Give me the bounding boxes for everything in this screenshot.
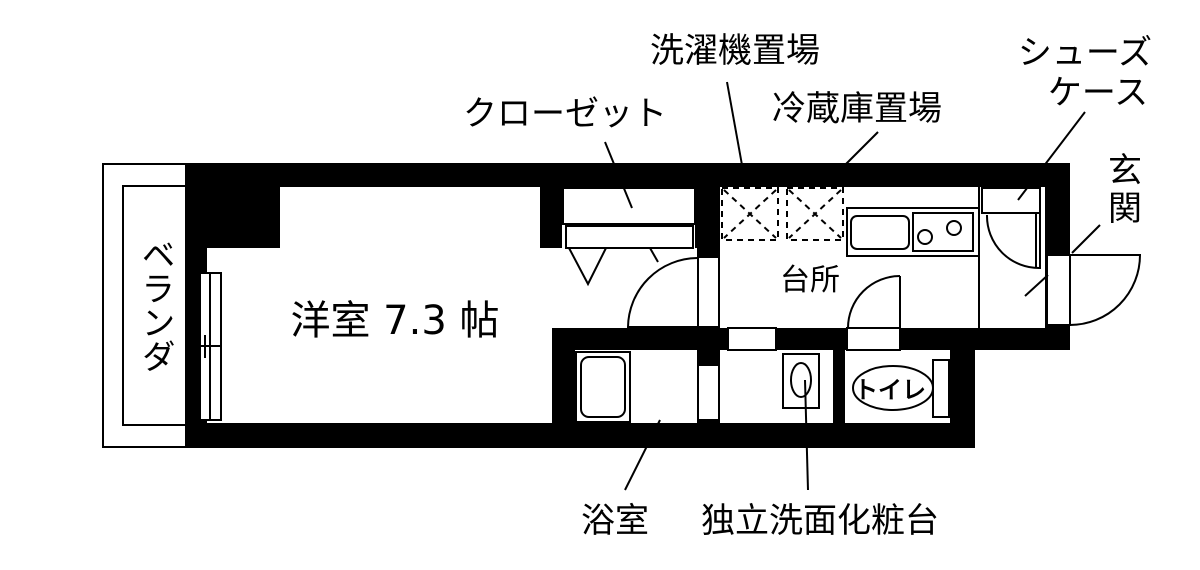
western-room [207, 187, 697, 423]
shoe-case [981, 187, 1041, 214]
fridge-label: 冷蔵庫置場 [772, 89, 942, 129]
balcony-label: ベランダ [135, 237, 175, 373]
balcony [102, 163, 187, 448]
western-room-label: 洋室 7.3 帖 [290, 298, 499, 344]
entrance-label-2: 関 [1108, 189, 1142, 229]
kitchen-label: 台所 [780, 263, 840, 298]
kitchen [720, 187, 980, 328]
bathtub-icon [580, 356, 626, 418]
vanity-label: 独立洗面化粧台 [701, 501, 939, 541]
entrance-label-1: 玄 [1108, 151, 1142, 191]
bathroom-label: 浴室 [581, 501, 649, 541]
doors [626, 256, 901, 351]
washroom [720, 350, 833, 423]
stove-icon [912, 212, 974, 252]
toilet [845, 350, 950, 423]
sink-icon [850, 215, 910, 250]
bathroom [575, 350, 720, 423]
entrance [980, 187, 1142, 328]
toilet-label: トイレ [854, 376, 926, 404]
closet-label: クローゼット [463, 94, 667, 134]
balcony-window [199, 272, 222, 421]
leader-lines [604, 81, 1101, 491]
washing-machine-label: 洗濯機置場 [650, 31, 820, 71]
entrance-door-swing [1069, 254, 1142, 326]
shoe-case-label-2: ケース [1048, 73, 1148, 113]
entrance-door-frame [1046, 254, 1071, 326]
shoe-case-label-1: シューズ [1018, 33, 1152, 73]
